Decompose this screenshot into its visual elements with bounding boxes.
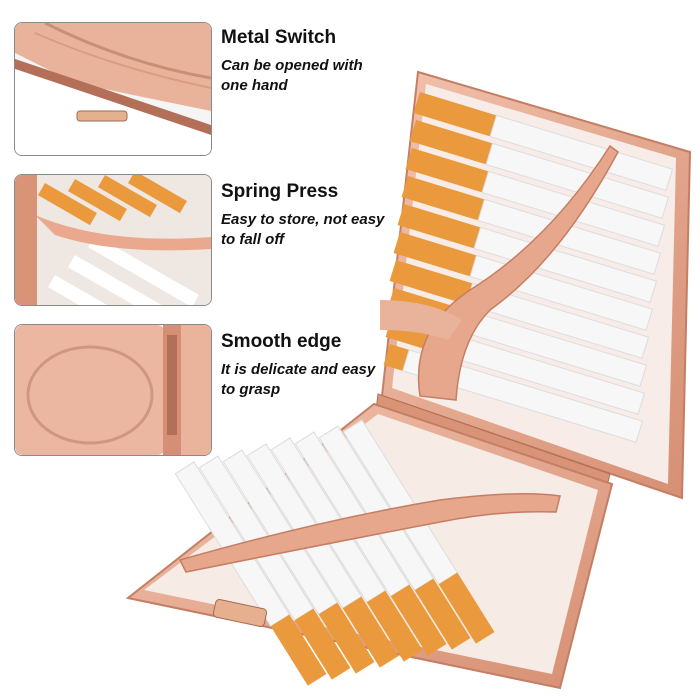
feature-spring-press: Spring Press Easy to store, not easy to …: [221, 180, 411, 250]
feature-title: Metal Switch: [221, 27, 337, 48]
smooth-edge-closeup-image: [14, 324, 212, 456]
feature-title: Smooth edge: [221, 331, 342, 352]
spring-press-closeup-image: [14, 174, 212, 306]
feature-title: Spring Press: [221, 181, 339, 202]
feature-description: Can be opened with one hand: [221, 57, 363, 94]
feature-description: Easy to store, not easy to fall off: [221, 211, 385, 248]
metal-switch-closeup-image: [14, 22, 212, 156]
feature-smooth-edge: Smooth edge It is delicate and easy to g…: [221, 330, 411, 400]
feature-description: It is delicate and easy to grasp: [221, 361, 376, 398]
feature-metal-switch: Metal Switch Can be opened with one hand: [221, 26, 411, 96]
